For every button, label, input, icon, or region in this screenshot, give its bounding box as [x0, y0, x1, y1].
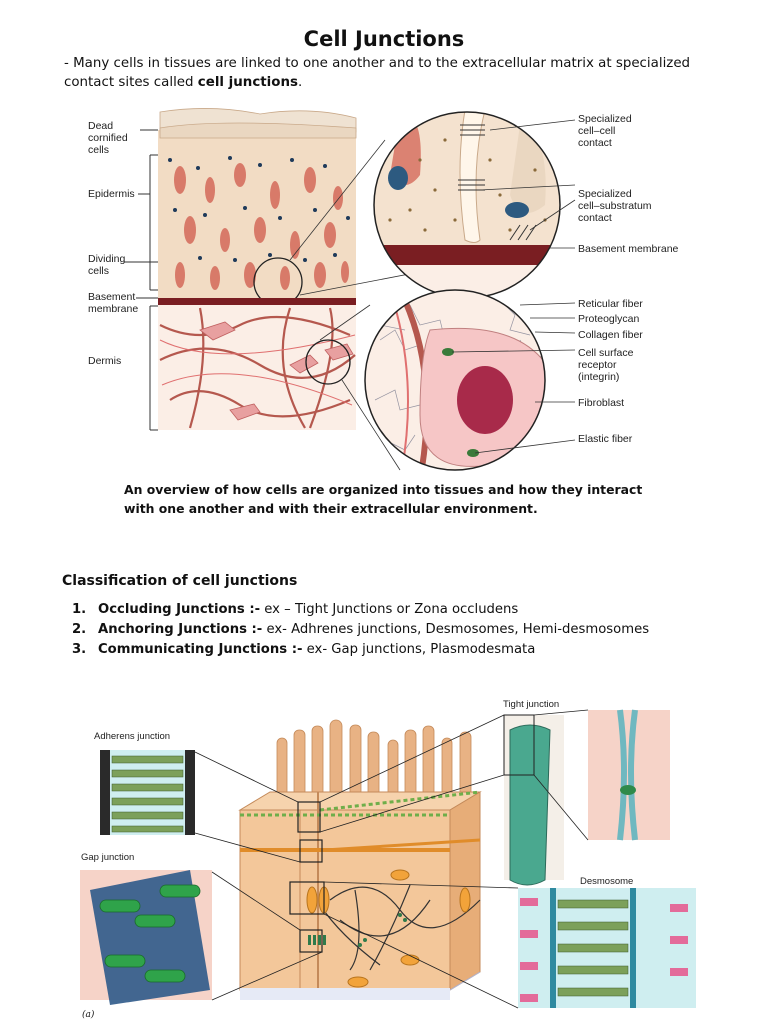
figure-caption: An overview of how cells are organized i… — [124, 482, 643, 516]
classification-list: 1.Occluding Junctions :- ex – Tight Junc… — [72, 600, 649, 660]
label-reticular-fiber: Reticular fiber — [578, 298, 643, 310]
intro-text: - Many cells in tissues are linked to on… — [64, 56, 691, 90]
list-item: 1.Occluding Junctions :- ex – Tight Junc… — [72, 602, 519, 617]
label-cell-substratum-contact: Specialized cell–substratum contact — [578, 188, 652, 224]
junction-illustration — [80, 709, 696, 1009]
label-basement-membrane-left: Basement membrane — [88, 291, 139, 315]
label-elastic-fiber: Elastic fiber — [578, 433, 633, 445]
label-collagen-fiber: Collagen fiber — [578, 329, 643, 341]
label-tight-junction: Tight junction — [503, 699, 560, 710]
label-basement-membrane-right: Basement membrane — [578, 243, 679, 255]
label-adherens-junction: Adherens junction — [94, 731, 171, 742]
label-cell-surface-receptor: Cell surface receptor (integrin) — [578, 347, 634, 383]
label-dividing-cells: Dividing cells — [88, 253, 126, 277]
intro-paragraph: - Many cells in tissues are linked to on… — [64, 54, 714, 92]
page-title: Cell Junctions — [303, 27, 465, 51]
label-proteoglycan: Proteoglycan — [578, 313, 640, 325]
intro-end: . — [297, 75, 303, 90]
label-epidermis: Epidermis — [88, 188, 135, 200]
classification-heading: Classification of cell junctions — [62, 573, 298, 589]
label-dermis: Dermis — [88, 355, 122, 367]
label-cell-cell-contact: Specialized cell–cell contact — [578, 113, 632, 149]
tissue-illustration — [124, 108, 576, 471]
intro-bold-term: cell junctions — [197, 75, 298, 90]
figure-letter: (a) — [82, 1010, 95, 1020]
label-fibroblast: Fibroblast — [578, 397, 625, 409]
label-dead-cells: Dead cornified cells — [88, 120, 128, 156]
label-desmosome: Desmosome — [580, 876, 634, 887]
list-item: 3.Communicating Junctions :- ex- Gap jun… — [72, 642, 536, 657]
label-gap-junction: Gap junction — [81, 852, 135, 863]
list-item: 2.Anchoring Junctions :- ex- Adhrenes ju… — [72, 622, 650, 637]
